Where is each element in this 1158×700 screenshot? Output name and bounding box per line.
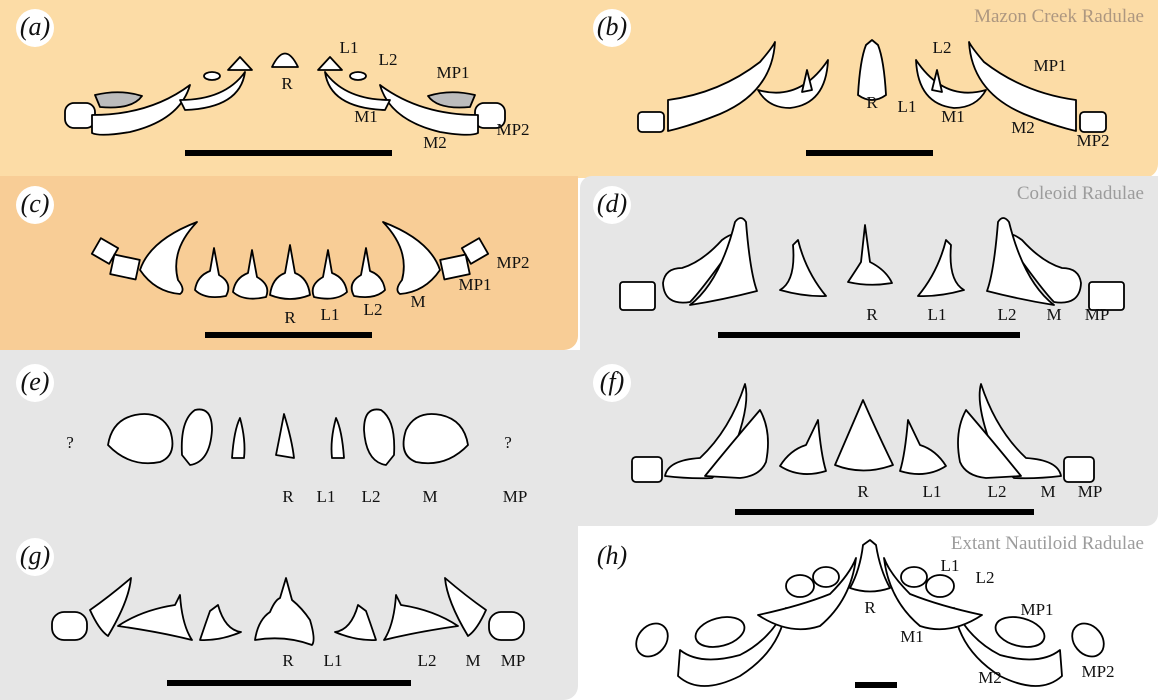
tooth-label: R xyxy=(866,93,878,112)
panel-g-label: (g) xyxy=(16,538,54,576)
tooth-label: L1 xyxy=(897,97,917,116)
mazon-creek-background xyxy=(0,0,1158,178)
tooth-label: M xyxy=(1046,305,1062,324)
tooth-label: M2 xyxy=(1011,118,1035,137)
tooth-label: MP xyxy=(502,487,528,506)
tooth-label: R xyxy=(864,598,876,617)
tooth-label: R xyxy=(282,487,294,506)
panel-a-teeth xyxy=(64,52,506,136)
panel-c-teeth xyxy=(90,221,490,300)
panel-f-teeth xyxy=(631,383,1095,483)
mazon-creek-title: Mazon Creek Radulae xyxy=(974,6,1144,27)
coleoid-title: Coleoid Radulae xyxy=(1016,183,1144,204)
panel-b-teeth xyxy=(637,39,1107,133)
tooth-label: L2 xyxy=(361,487,381,506)
tooth-label: M2 xyxy=(423,133,447,152)
tooth-label: L2 xyxy=(932,38,952,57)
rachidian-tooth xyxy=(275,413,295,459)
panel-d-teeth xyxy=(619,217,1125,311)
rachidian-tooth xyxy=(849,539,891,593)
panel-e-teeth xyxy=(107,408,469,466)
tooth-label: M1 xyxy=(354,107,378,126)
tooth-label: L2 xyxy=(975,568,995,587)
tooth-label: L2 xyxy=(987,482,1007,501)
tooth-label: MP2 xyxy=(496,253,530,272)
scale-bar xyxy=(735,509,1034,515)
tooth-label: R xyxy=(857,482,869,501)
scale-bar xyxy=(185,150,392,156)
panel-f-label: (f) xyxy=(593,364,631,402)
tooth-label: L2 xyxy=(378,50,398,69)
panel-h-teeth xyxy=(628,539,1112,687)
tooth-label: L2 xyxy=(997,305,1017,324)
tooth-label: R xyxy=(281,74,293,93)
tooth-label: R xyxy=(866,305,878,324)
scale-bar xyxy=(167,680,411,686)
tooth-label: M1 xyxy=(941,107,965,126)
tooth-label: L1 xyxy=(940,556,960,575)
tooth-label: L2 xyxy=(417,651,437,670)
tooth-label: L1 xyxy=(339,38,359,57)
panel-c-label: (c) xyxy=(16,186,54,224)
tooth-label: MP xyxy=(500,651,526,670)
rachidian-tooth xyxy=(857,39,887,101)
tooth-label: M xyxy=(465,651,481,670)
rachidian-tooth xyxy=(271,52,299,68)
tooth-label: MP1 xyxy=(1020,600,1054,619)
scale-bar xyxy=(205,332,372,338)
unknown-tooth-label: ? xyxy=(66,433,74,452)
tooth-label: L1 xyxy=(323,651,343,670)
scale-bar xyxy=(855,682,897,688)
rachidian-tooth xyxy=(834,399,894,472)
tooth-label: R xyxy=(284,308,296,327)
tooth-label: L2 xyxy=(363,300,383,319)
rachidian-tooth xyxy=(847,224,893,286)
tooth-label: MP2 xyxy=(1081,662,1115,681)
tooth-label: MP1 xyxy=(436,63,470,82)
tooth-label: MP2 xyxy=(1076,131,1110,150)
tooth-label: MP1 xyxy=(458,275,492,294)
tooth-label: M2 xyxy=(978,668,1002,687)
rachidian-tooth xyxy=(254,577,315,646)
tooth-label: L1 xyxy=(922,482,942,501)
panel-d-label: (d) xyxy=(593,186,631,224)
panel-b-label: (b) xyxy=(593,9,631,47)
tooth-label: R xyxy=(282,651,294,670)
panel-g-teeth xyxy=(51,577,525,646)
panel-a-label: (a) xyxy=(16,9,54,47)
tooth-label: MP xyxy=(1077,482,1103,501)
tooth-label: MP1 xyxy=(1033,56,1067,75)
rachidian-tooth xyxy=(269,244,311,300)
panel-e-label: (e) xyxy=(16,364,54,402)
scale-bar xyxy=(718,332,1020,338)
scale-bar xyxy=(806,150,933,156)
tooth-label: M xyxy=(410,292,426,311)
tooth-label: MP xyxy=(1084,305,1110,324)
tooth-label: M1 xyxy=(900,627,924,646)
nautiloid-title: Extant Nautiloid Radulae xyxy=(950,533,1144,554)
tooth-label: M xyxy=(422,487,438,506)
tooth-label: L1 xyxy=(320,305,340,324)
tooth-label: L1 xyxy=(927,305,947,324)
tooth-label: L1 xyxy=(316,487,336,506)
tooth-label: MP2 xyxy=(496,120,530,139)
panel-h-label: (h) xyxy=(593,538,631,576)
unknown-tooth-label: ? xyxy=(504,433,512,452)
tooth-label: M xyxy=(1040,482,1056,501)
